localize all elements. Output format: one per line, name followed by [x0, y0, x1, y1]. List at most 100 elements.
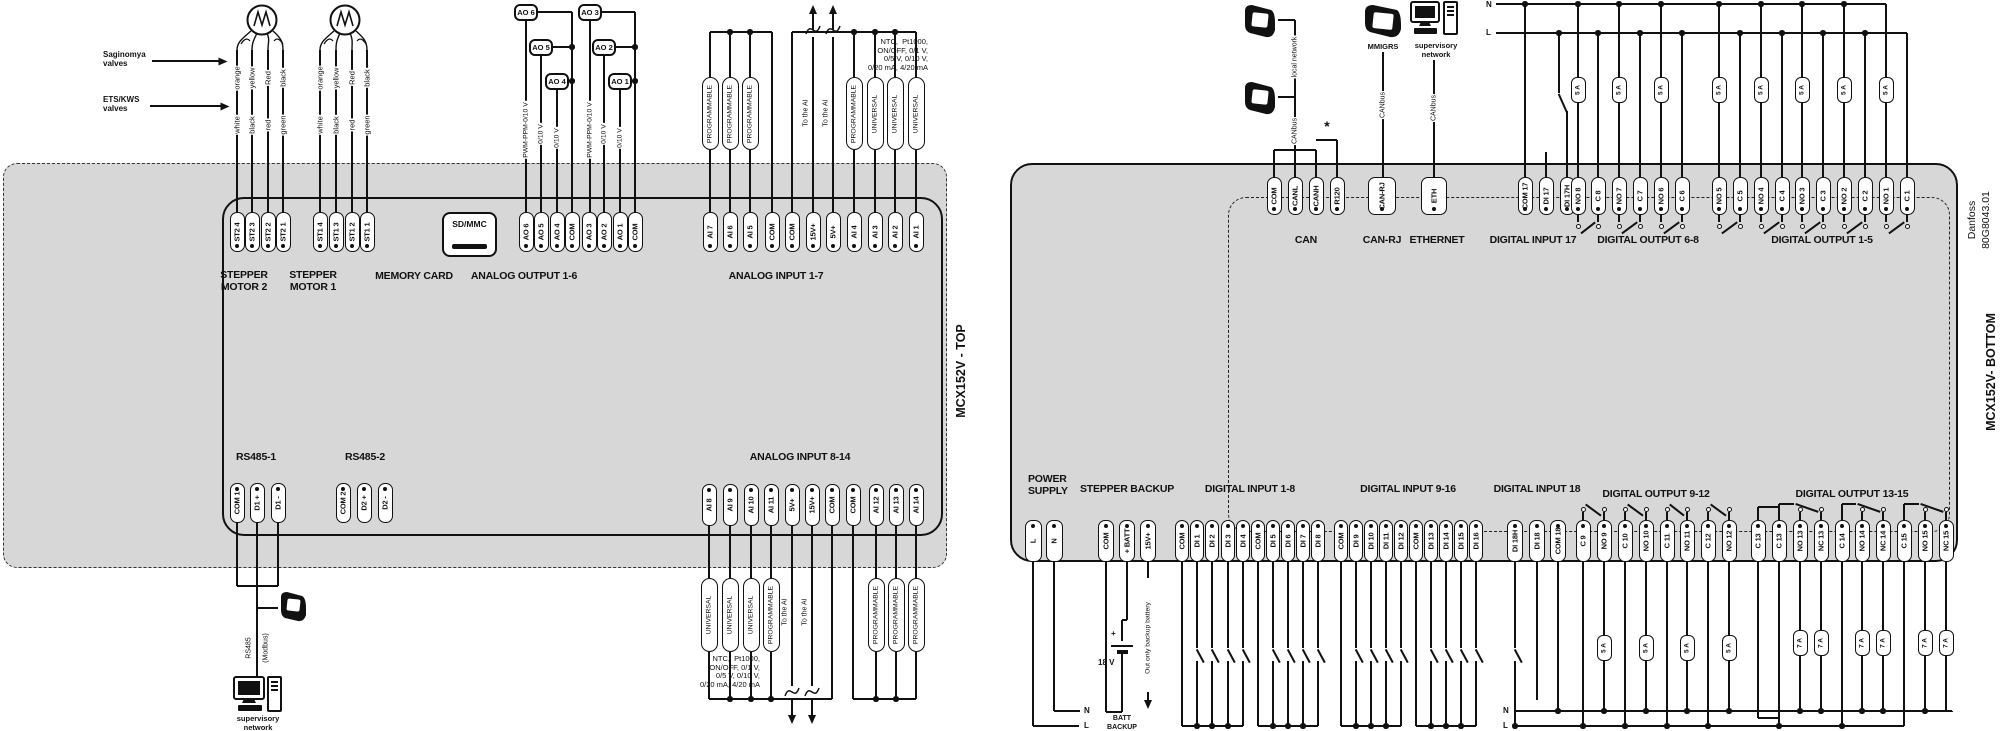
terminal-label: AO 3	[584, 223, 594, 241]
terminal-label: R120	[1332, 187, 1342, 205]
l-wire-label: L	[1084, 721, 1089, 730]
terminal-label: ETH	[1429, 188, 1439, 204]
terminal-dot	[539, 244, 543, 248]
terminal-15v+: 15V+	[805, 212, 821, 252]
junction-dot	[1622, 723, 1628, 729]
terminal-di-2: DI 2	[1205, 520, 1219, 562]
junction-dot	[1300, 723, 1306, 729]
terminal-label: NO 5	[1714, 187, 1724, 205]
terminal-label: + BATT	[1122, 528, 1132, 554]
signal-tag: PROGRAMMABLE	[907, 578, 925, 652]
junction-dot	[1705, 723, 1711, 729]
terminal-dot	[1399, 524, 1403, 528]
wire	[1843, 215, 1845, 222]
wire	[1660, 4, 1662, 77]
terminal-5v+: 5V+	[825, 212, 841, 252]
wire	[1242, 562, 1244, 648]
analog-output-callout: AO 1	[608, 72, 632, 90]
wire	[853, 698, 916, 700]
terminal-label: D1 -	[273, 496, 283, 510]
wire	[1603, 512, 1605, 520]
junction-dot	[727, 29, 733, 35]
terminal-di-7: DI 7	[1296, 520, 1310, 562]
section-label: CAN	[1294, 234, 1318, 246]
terminal-label: DI 16	[1471, 532, 1481, 550]
terminal-di-11: DI 11	[1379, 520, 1393, 562]
wire	[1336, 140, 1338, 177]
wire	[1924, 512, 1926, 520]
terminal-label: DI 18H	[1510, 529, 1520, 553]
signal-tag: UNIVERSAL	[742, 578, 760, 652]
fuse-5a: 5 A	[1836, 77, 1852, 103]
terminal-com-2: COM 2	[335, 483, 351, 523]
terminal-nc-13: NC 13	[1813, 520, 1829, 562]
terminal-dot	[1513, 524, 1517, 528]
terminal-dot	[1602, 524, 1606, 528]
terminal-dot	[1798, 524, 1802, 528]
terminal-dot	[334, 244, 338, 248]
terminal-di-8: DI 8	[1311, 520, 1325, 562]
terminal-label: DI 10	[1366, 532, 1376, 550]
terminal-dot	[1429, 524, 1433, 528]
text-label: ETS/KWS valves	[103, 95, 140, 113]
section-label: DIGITAL OUTPUT 6-8	[1597, 234, 1699, 246]
wire	[832, 37, 834, 212]
terminal-label: L	[1028, 538, 1038, 544]
wire	[1597, 215, 1599, 222]
terminal-di-18h: DI 18H	[1507, 520, 1523, 562]
terminal-no-10: NO 10	[1638, 520, 1654, 562]
terminal-nc-15: NC 15	[1938, 520, 1954, 562]
terminal-com-17: COM 17	[1517, 177, 1533, 215]
wire	[831, 526, 833, 699]
doc-number: 80G8043.01	[1980, 191, 1992, 249]
wire	[1430, 661, 1432, 726]
terminal-di-16: DI 16	[1469, 520, 1483, 562]
terminal-dot	[383, 487, 387, 491]
terminal-di-1: DI 1	[1190, 520, 1204, 562]
wire	[1557, 562, 1559, 711]
terminal-dot	[250, 244, 254, 248]
vertical-label: local network	[1291, 35, 1299, 79]
terminal-label: NO 15	[1920, 530, 1930, 552]
terminal-label: CAN-RJ	[1377, 182, 1387, 210]
wire	[1686, 661, 1688, 711]
wire	[1924, 562, 1926, 630]
terminal-di-3: DI 3	[1221, 520, 1235, 562]
wire	[750, 526, 752, 578]
arrow-up-icon	[809, 5, 817, 14]
terminal-com: COM	[764, 212, 780, 252]
terminal-label: DI 3	[1223, 534, 1233, 548]
wire	[1760, 4, 1762, 77]
wire	[1718, 103, 1720, 177]
junction-dot	[1522, 1, 1528, 7]
terminal-label: C 12	[1703, 533, 1713, 549]
terminal-label: AI 3	[870, 225, 880, 239]
wire	[915, 32, 917, 77]
contact-circle	[1904, 223, 1910, 229]
terminal-di-13: DI 13	[1424, 520, 1438, 562]
wire-break-icon	[805, 23, 821, 37]
terminal-dot	[874, 488, 878, 492]
junction-dot	[1580, 723, 1586, 729]
wire	[812, 37, 814, 212]
junction-dot	[1225, 723, 1231, 729]
wire	[1822, 215, 1824, 222]
terminal-no-14: NO 14	[1854, 520, 1870, 562]
section-label: ANALOG INPUT 8-14	[749, 451, 851, 463]
vertical-label: white	[315, 115, 325, 135]
terminal-dot	[1241, 524, 1245, 528]
junction-dot	[1880, 708, 1886, 714]
terminal-dot	[851, 488, 855, 492]
junction-dot	[1556, 30, 1562, 36]
terminal-label: ST2 2	[263, 222, 273, 242]
wire	[1624, 512, 1626, 520]
contact-circle	[1679, 223, 1685, 229]
terminal-ao-1: AO 1	[612, 212, 628, 252]
junction-dot	[1368, 723, 1374, 729]
terminal-com-1: COM 1	[229, 483, 245, 523]
wire	[1757, 507, 1759, 520]
wire	[1906, 215, 1908, 222]
terminal-com-18: COM 18	[1550, 520, 1566, 562]
wire	[1181, 562, 1183, 726]
arrow-up-icon	[829, 5, 837, 14]
